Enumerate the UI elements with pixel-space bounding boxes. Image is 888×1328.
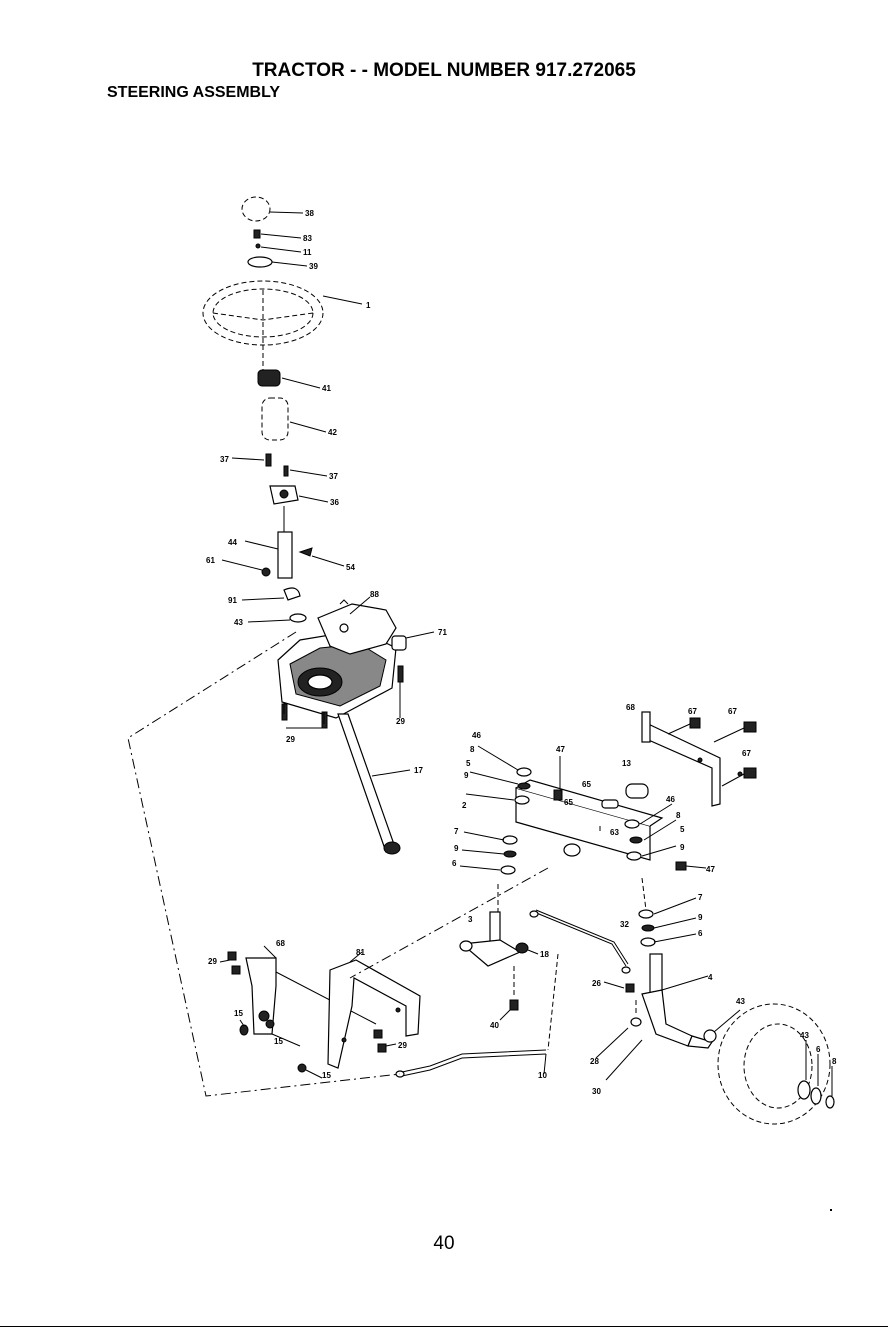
callout-label: 9: [454, 844, 459, 853]
page-number: 40: [0, 1233, 888, 1255]
speck-mark: [830, 1209, 832, 1211]
callout-label: 67: [742, 749, 751, 758]
callout-label: 15: [274, 1037, 283, 1046]
callout-label: 47: [556, 745, 565, 754]
callout-label: 9: [464, 771, 469, 780]
callout-label: 17: [414, 766, 423, 775]
bushing-bracket-part: [270, 486, 328, 504]
callout-label: 37: [220, 455, 229, 464]
front-wheel-part: [704, 1004, 834, 1124]
callout-label: 47: [706, 865, 715, 874]
leader-path-axle-to-bracket: [350, 868, 548, 978]
callout-label: 71: [438, 628, 447, 637]
callout-label: 68: [626, 703, 635, 712]
callout-label: 61: [206, 556, 215, 565]
callout-label: 8: [470, 745, 475, 754]
callout-label: 46: [666, 795, 675, 804]
callout-label: 9: [680, 843, 685, 852]
callout-label: 4: [708, 973, 713, 982]
callout-label: 2: [462, 801, 467, 810]
callout-label: 88: [370, 590, 379, 599]
callout-label: 5: [466, 759, 471, 768]
nut-part: [254, 230, 301, 252]
callout-label: 42: [328, 428, 337, 437]
callout-label: 67: [728, 707, 737, 716]
callout-label: 3: [468, 915, 473, 924]
callout-label: 63: [610, 828, 619, 837]
callout-label: 5: [680, 825, 685, 834]
callout-label: 40: [490, 1021, 499, 1030]
callout-label: 15: [234, 1009, 243, 1018]
callout-label: 7: [698, 893, 703, 902]
steering-shaft-part: [222, 532, 344, 578]
callout-label: 43: [800, 1031, 809, 1040]
callout-label: 36: [330, 498, 339, 507]
bottom-rule: [0, 1326, 888, 1327]
callout-label: 29: [398, 1041, 407, 1050]
callout-label: 6: [816, 1045, 821, 1054]
right-spindle-part: [596, 954, 712, 1080]
callout-label: 29: [208, 957, 217, 966]
callout-label: 9: [698, 913, 703, 922]
drag-link-part: [338, 714, 410, 854]
callout-label: 68: [276, 939, 285, 948]
callout-label: 10: [538, 1071, 547, 1080]
steering-cap-part: [242, 197, 303, 221]
tie-rod-part: [530, 910, 630, 973]
callout-label: 18: [540, 950, 549, 959]
steering-wheel-part: [203, 281, 362, 345]
screw-part: [232, 454, 327, 476]
callout-label: 8: [676, 811, 681, 820]
spacer-part: [242, 588, 306, 622]
spindle-washer-stack-right: [625, 804, 706, 946]
leader-segment: [642, 878, 646, 910]
callout-label: 43: [234, 618, 243, 627]
steering-rod-part: [396, 1050, 546, 1077]
callout-label: 41: [322, 384, 331, 393]
callout-label: 38: [305, 209, 314, 218]
pivot-tube-part: [602, 784, 648, 808]
callout-label: 26: [592, 979, 601, 988]
callout-label: 30: [592, 1087, 601, 1096]
callout-label: 65: [564, 798, 573, 807]
callout-label: 54: [346, 563, 355, 572]
callout-label: 7: [454, 827, 459, 836]
callout-label: 65: [582, 780, 591, 789]
callout-label: 6: [452, 859, 457, 868]
left-spindle-part: [460, 912, 538, 1020]
callout-label: 32: [620, 920, 629, 929]
callout-label: 44: [228, 538, 237, 547]
callout-label: 37: [329, 472, 338, 481]
callout-label: 67: [688, 707, 697, 716]
callout-label: 29: [286, 735, 295, 744]
callout-label: 29: [396, 717, 405, 726]
callout-label: 15: [322, 1071, 331, 1080]
washer-part: [248, 257, 307, 267]
callout-label: 83: [303, 234, 312, 243]
bracket-nut-part: [240, 1020, 322, 1078]
callout-label: 6: [698, 929, 703, 938]
callout-label: 28: [590, 1057, 599, 1066]
leader-segment: [548, 954, 558, 1050]
callout-label: 1: [366, 301, 371, 310]
callout-label: 39: [309, 262, 318, 271]
steering-adapter-part: [258, 370, 320, 388]
bellows-part: [262, 398, 326, 440]
callout-label: 11: [303, 248, 312, 257]
grease-fitting-part: [554, 756, 562, 800]
callout-label: 91: [228, 596, 237, 605]
callout-label: 43: [736, 997, 745, 1006]
callout-label: 46: [472, 731, 481, 740]
callout-label: 81: [356, 948, 365, 957]
callout-label: 8: [832, 1057, 837, 1066]
frame-bracket-part: [328, 952, 420, 1068]
callout-label: 13: [622, 759, 631, 768]
